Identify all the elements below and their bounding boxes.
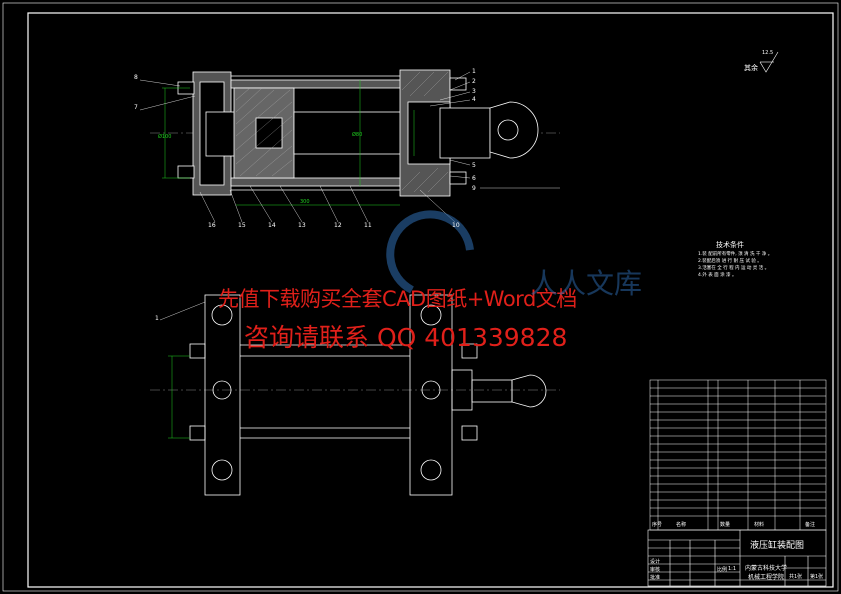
part-number: 2: [472, 78, 476, 85]
title-row-label: 审核: [650, 567, 661, 573]
part-number: 15: [238, 222, 246, 229]
part-number: 16: [208, 222, 216, 229]
school-name: 内蒙古科技大学: [745, 565, 788, 572]
inner-frame: [27, 12, 834, 588]
part-number-left-view: 1: [155, 315, 159, 322]
part-number: 1: [472, 68, 476, 75]
svg-text:300: 300: [300, 199, 310, 205]
tech-req-title: 技术条件: [716, 241, 744, 249]
section-view: Ø100 Ø80 300: [139, 69, 560, 223]
tech-req-item: 3.活塞在 全 行 程 内 运 动 灵 活 。: [698, 266, 770, 271]
department: 机械工程学院: [748, 574, 785, 581]
parts-header-name: 名称: [676, 522, 687, 528]
watermark-logo-text: 人人文库: [530, 267, 643, 300]
sheet-total: 共1张: [789, 574, 803, 580]
part-number: 3: [472, 88, 476, 95]
roughness-symbol: [759, 51, 779, 73]
part-number: 6: [472, 175, 476, 182]
svg-text:Ø100: Ø100: [158, 133, 171, 140]
part-number: 7: [134, 104, 138, 111]
drawing-name: 液压缸装配图: [750, 541, 805, 551]
part-number: 10: [452, 222, 460, 229]
watermark-line-1: 先值下载购买全套CAD图纸+Word文档: [218, 287, 577, 311]
roughness-value: 12.5: [762, 50, 774, 56]
parts-list-table: [649, 379, 827, 531]
part-number: 13: [298, 222, 306, 229]
roughness-label: 其余: [744, 64, 758, 72]
part-number: 4: [472, 96, 476, 103]
watermark-logo: [386, 210, 474, 294]
part-number: 5: [472, 162, 476, 169]
outline-view: [150, 294, 560, 496]
part-number: 12: [334, 222, 342, 229]
tech-req-item: 1.装 配前所有零件, 须 清 洗 干 净 。: [698, 252, 773, 257]
part-number: 8: [134, 74, 138, 81]
parts-header-note: 备注: [805, 522, 816, 528]
part-number: 14: [268, 222, 276, 229]
title-row-label: 批准: [650, 575, 661, 581]
tech-req-item: 2.装配后须 进 行 耐 压 试 验 。: [698, 259, 762, 264]
scale-value: 1:1: [728, 566, 737, 572]
parts-header-no: 序号: [652, 522, 663, 528]
scale-label: 比例: [717, 567, 728, 573]
parts-header-qty: 数量: [720, 522, 731, 528]
title-block: [647, 529, 827, 587]
watermark-line-2: 咨询请联系 QQ 401339828: [244, 323, 568, 352]
part-number: 11: [364, 222, 372, 229]
part-number: 9: [472, 185, 476, 192]
svg-text:Ø80: Ø80: [352, 131, 362, 138]
title-row-label: 设计: [650, 559, 661, 565]
sheet-number: 第1张: [810, 574, 824, 580]
parts-header-material: 材料: [754, 522, 765, 528]
tech-req-item: 4.外 表 面 涂 漆 。: [698, 273, 737, 278]
